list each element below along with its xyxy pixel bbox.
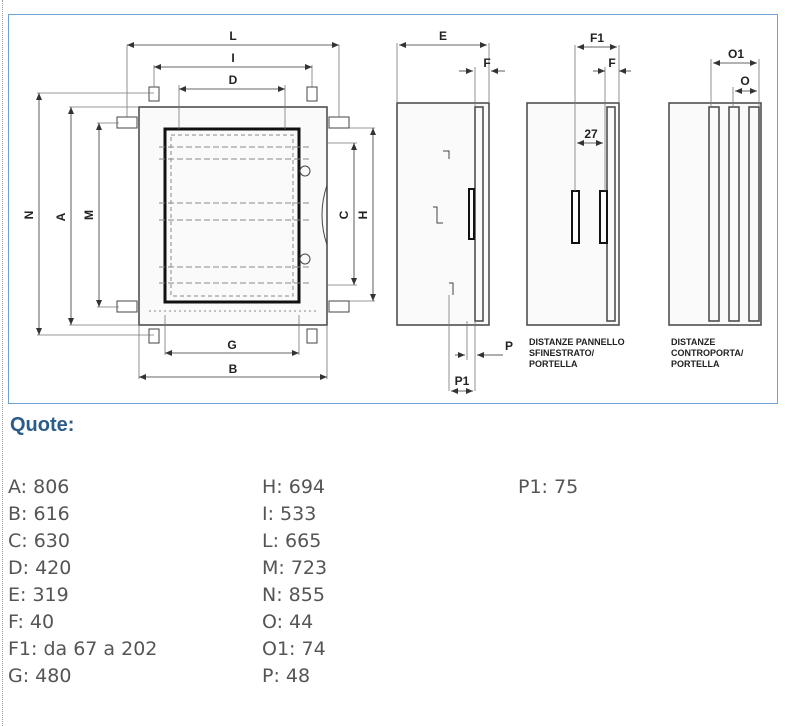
counter-plate-2 — [728, 106, 740, 322]
hinge-marker — [299, 253, 311, 265]
side-handle — [468, 188, 475, 240]
label-B: B — [229, 362, 238, 376]
label-E: E — [439, 29, 447, 43]
label-A: A — [54, 212, 68, 221]
side-clip — [449, 282, 454, 295]
label-P1: P1 — [455, 374, 470, 388]
counter-dimension-lines — [710, 59, 760, 107]
mount-bracket — [116, 300, 138, 313]
quote-item: D: 420 — [8, 557, 72, 579]
label-F1: F1 — [590, 31, 604, 45]
label-I: I — [231, 51, 234, 65]
panel-dimension-lines — [574, 44, 631, 191]
window-frame — [163, 127, 301, 304]
quote-item: C: 630 — [8, 530, 70, 552]
panel-dimension-labels: F1 F 27 DISTANZE PANNELLO SFINESTRATO/ P… — [529, 31, 625, 369]
counter-body — [668, 102, 762, 326]
side-view — [396, 102, 490, 391]
quote-item: P1: 75 — [518, 476, 579, 498]
label-N: N — [22, 211, 36, 220]
mount-bracket — [328, 116, 350, 129]
side-clip — [443, 150, 450, 159]
counter-plate-1 — [708, 106, 720, 322]
counter-note-line1: DISTANZE — [671, 337, 715, 347]
quote-item: I: 533 — [262, 503, 317, 525]
front-dimension-labels: L I D N A M C H G B — [22, 29, 370, 376]
panel-note-line2: SFINESTRATO/ — [529, 348, 595, 358]
quotes-column-3: P1: 75 — [518, 474, 758, 501]
label-G: G — [227, 338, 236, 352]
label-P: P — [505, 339, 513, 353]
label-F: F — [483, 56, 490, 70]
side-dimension-labels: E F P P1 — [439, 29, 513, 388]
counter-dimension-labels: O1 O DISTANZE CONTROPORTA/ PORTELLA — [671, 47, 750, 369]
inner-panel — [170, 134, 294, 297]
panel-note-line3: PORTELLA — [529, 359, 578, 369]
counter-note-line3: PORTELLA — [671, 359, 720, 369]
label-27: 27 — [584, 127, 598, 141]
top-bracket — [148, 86, 160, 102]
top-bracket — [306, 86, 318, 102]
bottom-bracket — [148, 328, 160, 344]
mount-bracket — [328, 300, 350, 313]
label-H: H — [356, 211, 370, 220]
quotes-column-1: A: 806 B: 616 C: 630 D: 420 E: 319 F: 40… — [8, 474, 248, 690]
door-handle — [321, 184, 328, 246]
hinge-marker — [299, 165, 311, 177]
quote-item: E: 319 — [8, 584, 69, 606]
quote-item: L: 665 — [262, 530, 322, 552]
quotes-column-2: H: 694 I: 533 L: 665 M: 723 N: 855 O: 44… — [262, 474, 502, 690]
dimension-diagram: L I D N A M C H G B E F P P1 — [8, 14, 778, 404]
quote-item: P: 48 — [262, 665, 311, 687]
label-D: D — [229, 73, 238, 87]
front-dimension-lines — [36, 42, 376, 380]
quote-item: A: 806 — [8, 476, 70, 498]
counter-plate-3 — [748, 106, 760, 322]
quote-item: H: 694 — [262, 476, 325, 498]
quote-item: G: 480 — [8, 665, 72, 687]
front-view — [116, 86, 350, 344]
quote-item: N: 855 — [262, 584, 325, 606]
quote-item: O1: 74 — [262, 638, 326, 660]
enclosure-body — [138, 106, 328, 326]
quote-item: M: 723 — [262, 557, 328, 579]
panel-handle-right — [599, 190, 608, 244]
panel-view — [526, 102, 620, 326]
label-C: C — [337, 210, 351, 219]
side-rail — [433, 206, 443, 224]
panel-note-line1: DISTANZE PANNELLO — [529, 337, 625, 347]
quote-item: B: 616 — [8, 503, 70, 525]
quote-item: F: 40 — [8, 611, 55, 633]
section-title: Quote: — [10, 414, 75, 436]
quote-item: F1: da 67 a 202 — [8, 638, 158, 660]
dimension-drawing: L I D N A M C H G B E F P P1 — [22, 29, 762, 394]
counter-note-line2: CONTROPORTA/ — [671, 348, 744, 358]
side-dimension-lines — [396, 42, 505, 394]
bottom-bracket — [306, 328, 318, 344]
quote-item: O: 44 — [262, 611, 314, 633]
label-O1: O1 — [728, 47, 744, 61]
dotted-page-edge — [2, 0, 3, 726]
panel-handle-left — [571, 190, 580, 244]
counter-door-view — [668, 102, 762, 326]
label-F-panel: F — [608, 56, 615, 70]
label-L: L — [229, 29, 236, 43]
label-O: O — [740, 74, 749, 88]
label-M: M — [82, 210, 96, 220]
mount-bracket — [116, 116, 138, 129]
